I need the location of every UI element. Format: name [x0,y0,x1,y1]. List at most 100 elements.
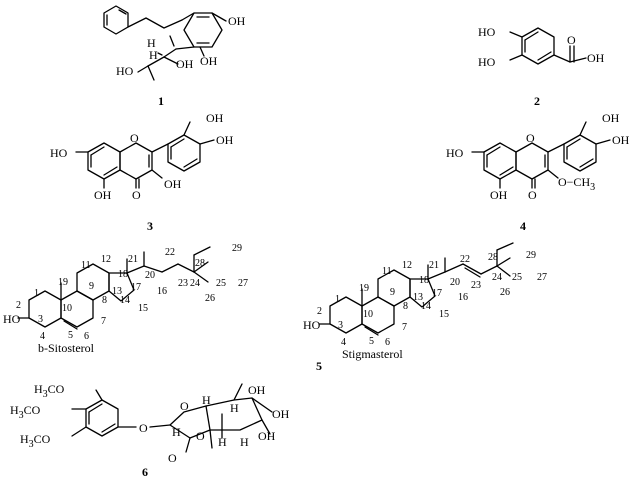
carbon-number: 7 [402,322,407,333]
carbon-number: 29 [232,243,242,254]
compound-6-methoxy-label: H3CO [20,432,51,450]
compound-4-oh-label: OH [490,188,508,202]
carbon-number: 6 [385,337,390,348]
compound-5-sitosterol-structure: HO 1 2 3 4 5 6 7 8 9 10 11 12 13 14 15 1… [3,243,248,355]
sitosterol-ho-label: HO [3,312,21,326]
compound-6-h-label: H [240,435,249,449]
compound-5-number: 5 [316,359,322,373]
carbon-number: 12 [101,254,111,265]
carbon-number: 9 [89,281,94,292]
carbon-number: 19 [58,277,68,288]
carbon-number: 22 [460,254,470,265]
carbon-number: 14 [120,295,130,306]
carbon-number: 3 [38,314,43,325]
carbon-number: 1 [335,294,340,305]
carbon-number: 12 [402,260,412,271]
compound-1-ho-label: HO [116,64,134,78]
carbon-number: 4 [40,331,45,342]
carbon-number: 7 [101,316,106,327]
carbon-number: 28 [195,258,205,269]
carbon-number: 21 [429,260,439,271]
compound-4-ring-o-label: O [526,131,535,145]
carbon-number: 6 [84,331,89,342]
carbon-number: 16 [157,286,167,297]
carbon-number: 26 [500,287,510,298]
carbon-number: 23 [471,280,481,291]
compound-4-structure: O O HO OH O−CH3 OH OH 4 [446,111,630,233]
compound-3-ho-label: HO [50,146,68,160]
compound-6-h-label: H [172,425,181,439]
compound-4-methoxy-label: O−CH3 [558,175,595,193]
carbon-number: 19 [359,283,369,294]
carbon-number: 24 [190,278,200,289]
compound-3-oh-label: OH [94,188,112,202]
carbon-number: 26 [205,293,215,304]
carbon-number: 18 [118,269,128,280]
carbon-number: 20 [145,270,155,281]
carbon-number: 25 [216,278,226,289]
compound-6-o-label: O [168,451,177,465]
carbon-number: 25 [512,272,522,283]
compound-4-number: 4 [520,219,526,233]
compound-3-oh-label: OH [164,177,182,191]
compound-2-number: 2 [534,94,540,108]
compound-2-structure: HO HO O OH 2 [478,25,605,108]
compound-6-oh-label: OH [272,407,290,421]
compound-6-oh-label: OH [248,383,266,397]
carbon-number: 10 [363,309,373,320]
carbon-number: 16 [458,292,468,303]
carbon-number: 5 [369,336,374,347]
compound-3-oh-label: OH [216,133,234,147]
carbon-number: 2 [16,300,21,311]
compound-4-ho-label: HO [446,146,464,160]
compound-6-methoxy-label: H3CO [34,382,65,400]
compound-2-ho-label: HO [478,25,496,39]
stigmasterol-name: Stigmasterol [342,347,403,361]
compound-5-stigmasterol-structure: HO 1 2 3 4 5 6 7 8 9 10 11 12 13 14 15 1… [303,242,547,373]
compound-6-h-label: H [230,401,239,415]
carbon-number: 11 [81,260,91,271]
carbon-number: 4 [341,337,346,348]
compound-6-o-label: O [196,429,205,443]
carbon-number: 24 [492,272,502,283]
compound-4-keto-o-label: O [528,188,537,202]
compound-3-number: 3 [147,219,153,233]
carbon-number: 10 [62,303,72,314]
compound-6-h-label: H [218,435,227,449]
carbon-number: 3 [338,320,343,331]
carbon-number: 28 [488,252,498,263]
carbon-number: 21 [128,254,138,265]
compound-6-ring-o-label: O [180,399,189,413]
carbon-number: 27 [537,272,547,283]
compound-4-oh-label: OH [602,111,620,125]
compound-3-keto-o-label: O [132,188,141,202]
carbon-number: 9 [390,287,395,298]
carbon-number: 8 [403,301,408,312]
compound-6-number: 6 [142,465,148,479]
carbon-number: 1 [34,288,39,299]
carbon-number: 15 [439,309,449,320]
compound-6-structure: H3CO H3CO H3CO O O H OH H OH H O H H OH … [10,382,290,479]
carbon-number: 2 [317,306,322,317]
carbon-number: 23 [178,278,188,289]
compound-6-methoxy-label: H3CO [10,403,41,421]
compound-3-structure: O O HO OH OH OH OH 3 [50,111,234,233]
carbon-number: 18 [419,275,429,286]
compound-1-oh-label: OH [176,57,194,71]
compound-6-oh-label: OH [258,429,276,443]
carbon-number: 11 [382,266,392,277]
compound-1-number: 1 [158,94,164,108]
compound-1-h-label: H [149,48,158,62]
carbon-number: 27 [238,278,248,289]
compound-1-oh-label: OH [228,14,246,28]
carbon-number: 14 [421,301,431,312]
compound-6-h-label: H [202,393,211,407]
compound-2-ho-label: HO [478,55,496,69]
compound-3-oh-label: OH [206,111,224,125]
carbon-number: 17 [131,282,141,293]
compound-1-h-label: H [147,36,156,50]
compound-2-oh-label: OH [587,51,605,65]
compound-2-o-label: O [567,33,576,47]
carbon-number: 13 [112,286,122,297]
